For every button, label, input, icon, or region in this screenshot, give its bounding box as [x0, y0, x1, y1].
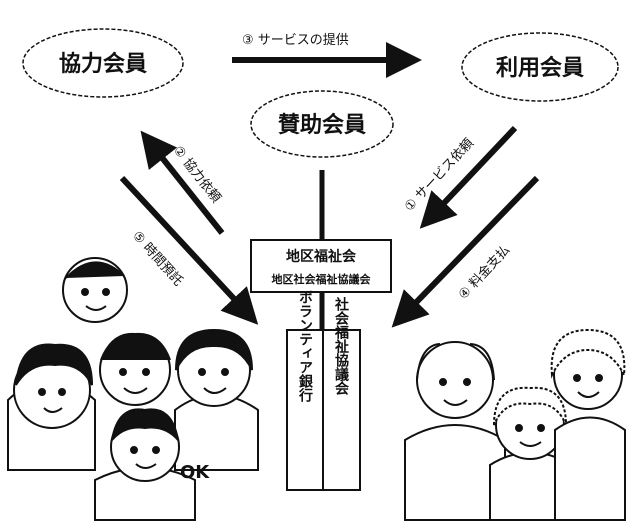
time-deposit-arrow	[119, 175, 259, 325]
district-welfare-box: 地区福祉会 地区社会福祉協議会	[250, 239, 392, 293]
volunteer-bank-box: 社会福祉協議会 ボランティア銀行	[286, 290, 361, 491]
district-welfare-label: 地区福祉会	[286, 248, 357, 265]
using-member-node: 利用会員	[461, 32, 619, 102]
service-provision-label: ③ サービスの提供	[242, 32, 349, 48]
ok-badge: OK	[180, 462, 210, 483]
service-request-label: ① サービス依頼	[402, 136, 477, 215]
district-council-label: 地区社会福祉協議会	[272, 272, 372, 286]
supporting-member-node: 賛助会員	[250, 90, 394, 158]
using-member-label: 利用会員	[496, 55, 584, 81]
service-request-arrow	[419, 125, 518, 229]
fee-payment-arrow	[391, 175, 540, 328]
volunteer-bank-label: ボランティア銀行	[297, 290, 314, 403]
elderly-group-illustration	[404, 328, 626, 521]
social-welfare-council-label: 社会福祉協議会	[333, 296, 350, 396]
cooperation-request-arrow	[140, 130, 225, 235]
helper-group-illustration: OK	[7, 257, 259, 521]
supporting-member-label: 賛助会員	[278, 112, 366, 138]
cooperating-member-label: 協力会員	[59, 51, 147, 77]
cooperating-member-node: 協力会員	[22, 28, 184, 98]
